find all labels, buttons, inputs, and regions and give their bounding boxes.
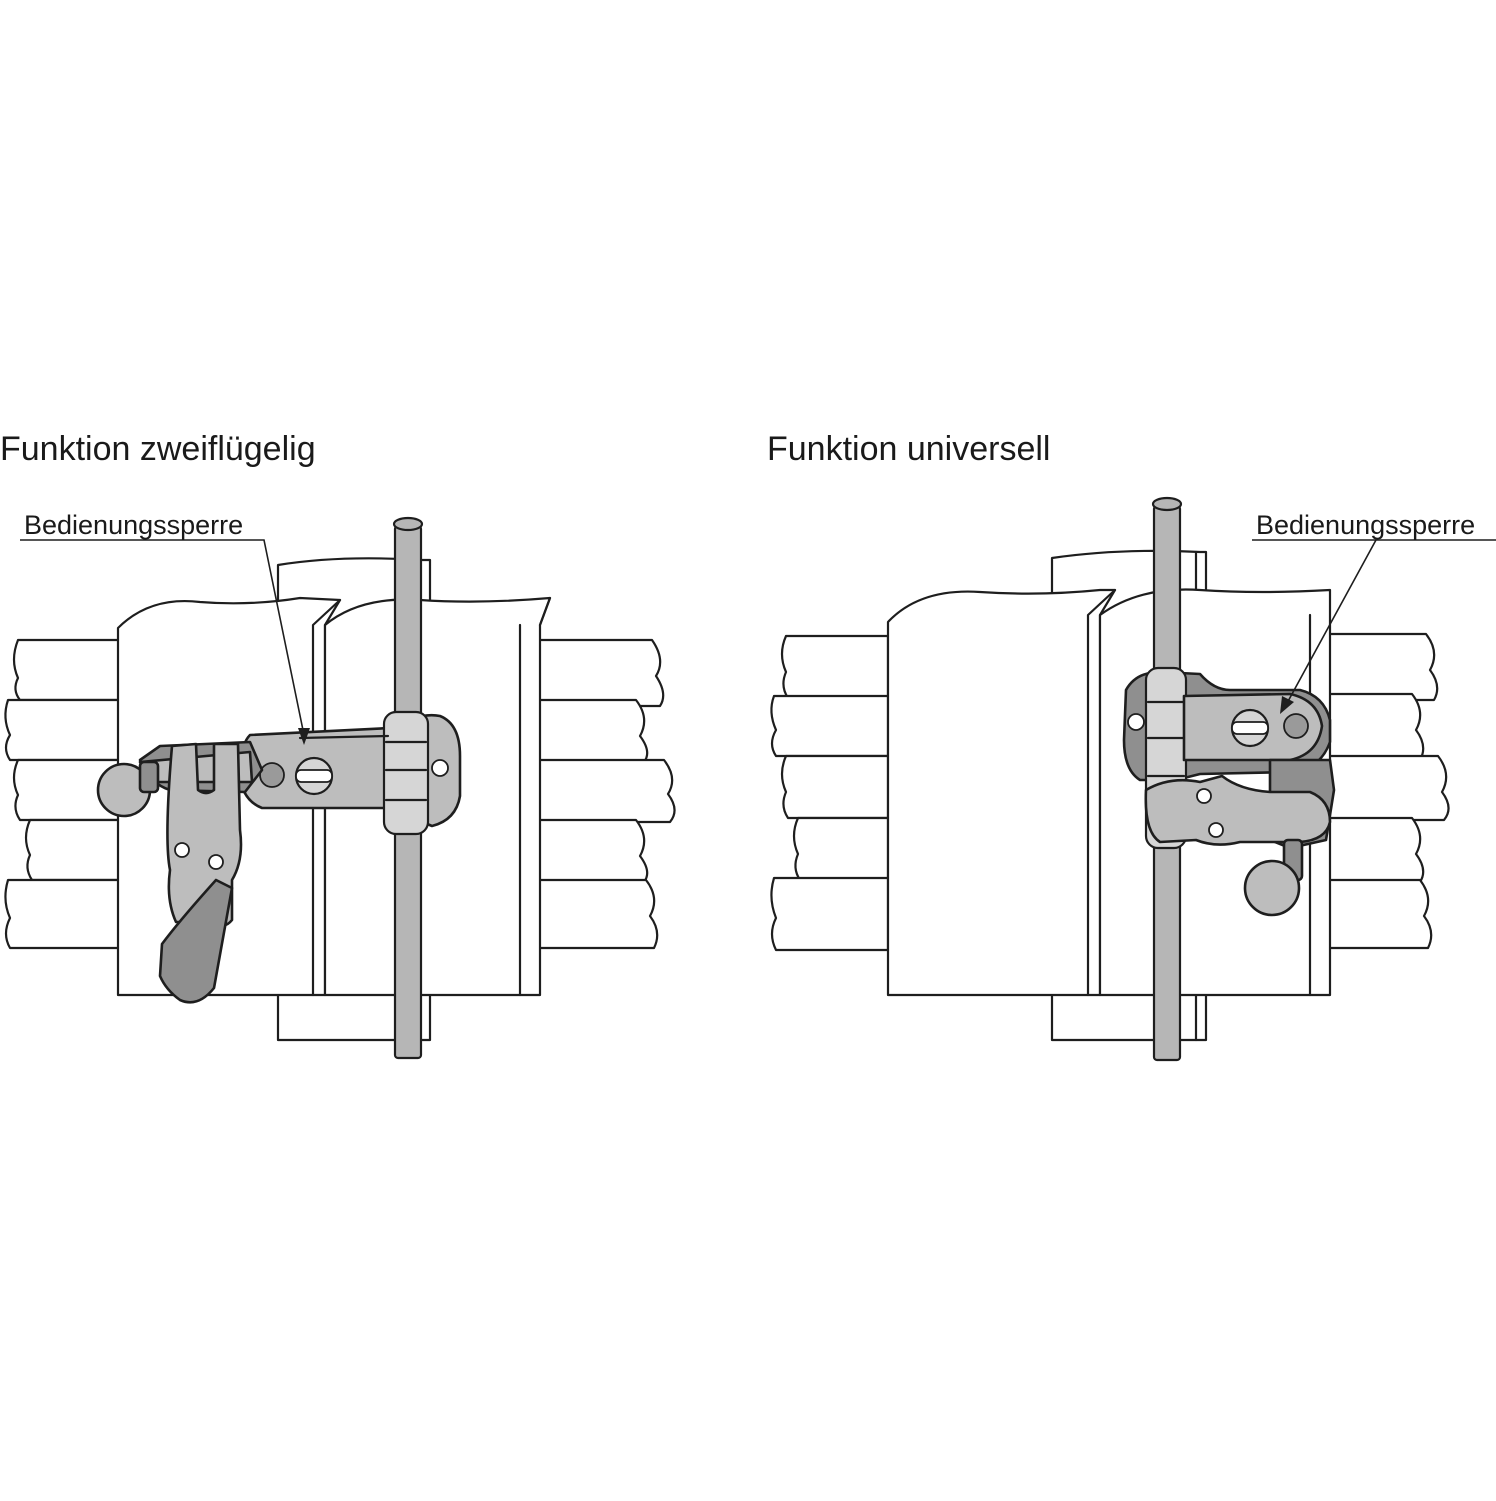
title-right: Funktion universell bbox=[767, 430, 1051, 468]
panel-right-drawing bbox=[770, 496, 1496, 1062]
callout-right-bedienungssperre: Bedienungssperre bbox=[1256, 510, 1476, 540]
right-callout-arrow bbox=[1280, 696, 1294, 714]
panel-left-drawing bbox=[4, 516, 676, 1060]
left-fork-lever bbox=[158, 742, 243, 1004]
left-callout-arrow bbox=[298, 728, 310, 745]
right-callout-leader bbox=[1252, 539, 1496, 706]
left-callout-leader bbox=[20, 539, 305, 736]
right-plank-1 bbox=[886, 588, 1117, 997]
right-lower-lever bbox=[1144, 758, 1336, 917]
title-left: Funktion zweiflügelig bbox=[0, 430, 316, 468]
left-latch-housing bbox=[238, 710, 462, 836]
right-gate-boards-left bbox=[770, 634, 890, 952]
callout-left-bedienungssperre: Bedienungssperre bbox=[24, 510, 244, 540]
left-gate-boards-left bbox=[4, 638, 122, 950]
left-gate-boards-right bbox=[518, 638, 676, 950]
